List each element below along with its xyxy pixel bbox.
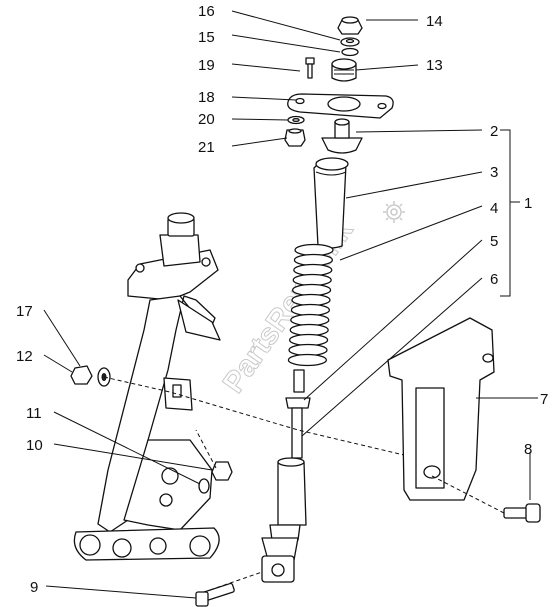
callout-19: 19 xyxy=(198,57,215,74)
bushing-13 xyxy=(331,58,357,82)
spring-coil xyxy=(293,263,333,277)
washer-15 xyxy=(340,37,360,47)
callout-4: 4 xyxy=(490,200,498,217)
lower-spring-seat xyxy=(285,369,311,409)
spring-coil xyxy=(288,333,329,347)
nut-10 xyxy=(211,461,233,481)
callout-6: 6 xyxy=(490,271,498,288)
callout-20: 20 xyxy=(198,111,215,128)
callout-13: 13 xyxy=(426,57,443,74)
callout-17: 17 xyxy=(16,303,33,320)
spring-coil xyxy=(291,293,331,307)
spring-4 xyxy=(287,243,334,367)
spring-coil xyxy=(293,253,334,267)
callout-21: 21 xyxy=(198,139,215,156)
spring-coil xyxy=(287,353,328,367)
callout-5: 5 xyxy=(490,233,498,250)
callout-14: 14 xyxy=(426,13,443,30)
washer-20 xyxy=(287,115,305,125)
mounting-plate-18 xyxy=(287,93,394,119)
leader-lines xyxy=(43,10,538,599)
cover-7 xyxy=(387,317,495,501)
callout-1: 1 xyxy=(524,195,532,212)
callout-3: 3 xyxy=(490,164,498,181)
washer-11 xyxy=(198,478,210,494)
callout-15: 15 xyxy=(198,29,215,46)
nut-14 xyxy=(337,16,363,35)
callout-9: 9 xyxy=(30,579,38,596)
shock-absorber-body-5 xyxy=(261,407,307,583)
gear-icon xyxy=(383,201,405,223)
spring-coil xyxy=(290,313,330,327)
washer-16 xyxy=(341,47,359,57)
nut-21 xyxy=(284,128,306,147)
spring-coil xyxy=(289,323,329,337)
callout-16: 16 xyxy=(198,3,215,20)
spring-coil xyxy=(292,273,332,287)
rubber-block xyxy=(163,377,193,411)
callout-2: 2 xyxy=(490,123,498,140)
bolt-19 xyxy=(305,57,315,79)
spring-coil xyxy=(294,243,334,257)
assembly-lines xyxy=(103,376,505,591)
spring-coil xyxy=(290,303,331,317)
callout-11: 11 xyxy=(26,405,42,422)
callout-labels: 16 14 15 19 13 18 20 21 2 3 1 4 5 6 17 1… xyxy=(16,3,548,596)
frame-arm xyxy=(73,212,221,561)
callout-8: 8 xyxy=(524,441,532,458)
callout-10: 10 xyxy=(26,437,43,454)
callout-7: 7 xyxy=(540,391,548,408)
callout-12: 12 xyxy=(16,348,33,365)
spring-coil xyxy=(291,283,332,297)
dust-cover-3 xyxy=(313,157,349,249)
bolt-8 xyxy=(503,503,541,523)
callout-18: 18 xyxy=(198,89,215,106)
upper-mount-2 xyxy=(321,118,363,154)
nut-17 xyxy=(70,365,93,385)
bolt-9 xyxy=(195,582,235,607)
spring-coil xyxy=(288,343,328,357)
